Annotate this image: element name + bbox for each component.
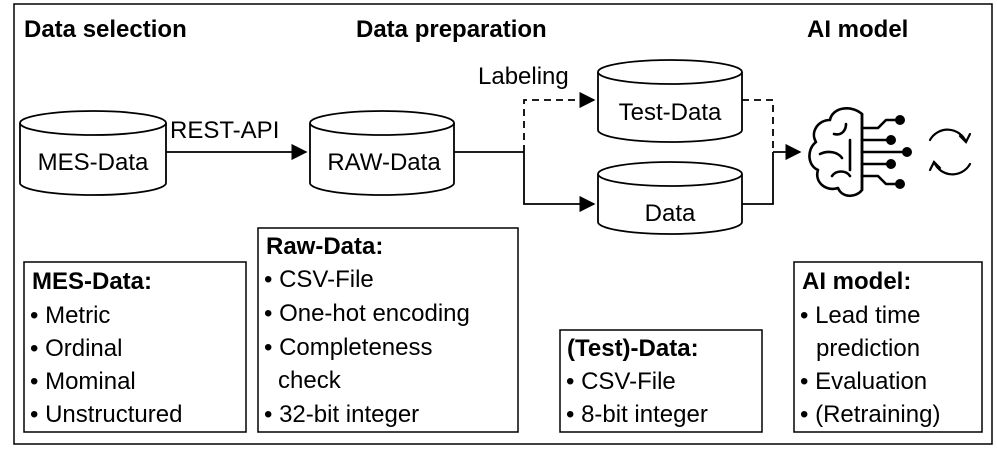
label-rest-api: REST-API — [170, 117, 279, 144]
box-test-data-title: (Test)-Data: — [567, 335, 699, 362]
box-ai-model-title: AI model: — [802, 268, 911, 295]
info-box-test-data: (Test)-Data: • CSV-File • 8-bit integer — [559, 329, 763, 433]
box-ai-item: • Evaluation — [800, 368, 927, 395]
box-test-item: • 8-bit integer — [566, 401, 708, 428]
box-test-item: • CSV-File — [566, 368, 676, 395]
cylinder-data: Data — [597, 161, 743, 235]
info-box-ai-model: AI model: • Lead time prediction • Evalu… — [793, 261, 983, 433]
box-mes-item: • Mominal — [30, 368, 136, 395]
brain-circuit-icon — [808, 107, 906, 198]
refresh-cycle-icon — [928, 128, 972, 176]
box-raw-item: • One-hot encoding — [264, 300, 470, 327]
brain-circuit-nodes — [886, 115, 912, 189]
label-labeling: Labeling — [478, 63, 569, 90]
cylinder-test-data-label: Test-Data — [619, 99, 722, 126]
box-raw-item: check — [278, 367, 342, 394]
arrow-split-to-data — [523, 152, 596, 213]
box-ai-item: • Lead time — [800, 302, 920, 329]
line-data-to-merge — [742, 152, 774, 205]
box-mes-item: • Unstructured — [30, 401, 182, 428]
info-box-raw-data: Raw-Data: • CSV-File • One-hot encoding … — [257, 227, 519, 433]
header-ai-model: AI model — [807, 16, 908, 43]
cylinder-data-label: Data — [645, 200, 696, 227]
cylinder-test-data: Test-Data — [597, 59, 743, 143]
cylinder-mes-data-label: MES-Data — [38, 149, 149, 176]
box-raw-item: • Completeness — [264, 334, 432, 361]
box-raw-data-title: Raw-Data: — [266, 233, 383, 260]
info-box-mes-data: MES-Data: • Metric • Ordinal • Mominal •… — [23, 261, 247, 433]
cylinder-mes-data: MES-Data — [19, 110, 167, 196]
outer-frame — [13, 3, 993, 445]
box-mes-item: • Metric — [30, 302, 110, 329]
header-data-selection: Data selection — [24, 16, 187, 43]
cylinder-raw-data-label: RAW-Data — [327, 149, 441, 176]
cylinder-raw-data: RAW-Data — [309, 110, 455, 196]
box-raw-item: • 32-bit integer — [264, 401, 419, 428]
box-mes-data-title: MES-Data: — [32, 268, 152, 295]
box-mes-item: • Ordinal — [30, 335, 122, 362]
line-test-data-to-merge — [742, 99, 774, 152]
header-data-preparation: Data preparation — [356, 16, 547, 43]
box-ai-item: prediction — [816, 335, 920, 362]
arrow-split-to-test-data — [523, 91, 596, 152]
box-ai-item: • (Retraining) — [800, 401, 940, 428]
box-raw-item: • CSV-File — [264, 266, 374, 293]
